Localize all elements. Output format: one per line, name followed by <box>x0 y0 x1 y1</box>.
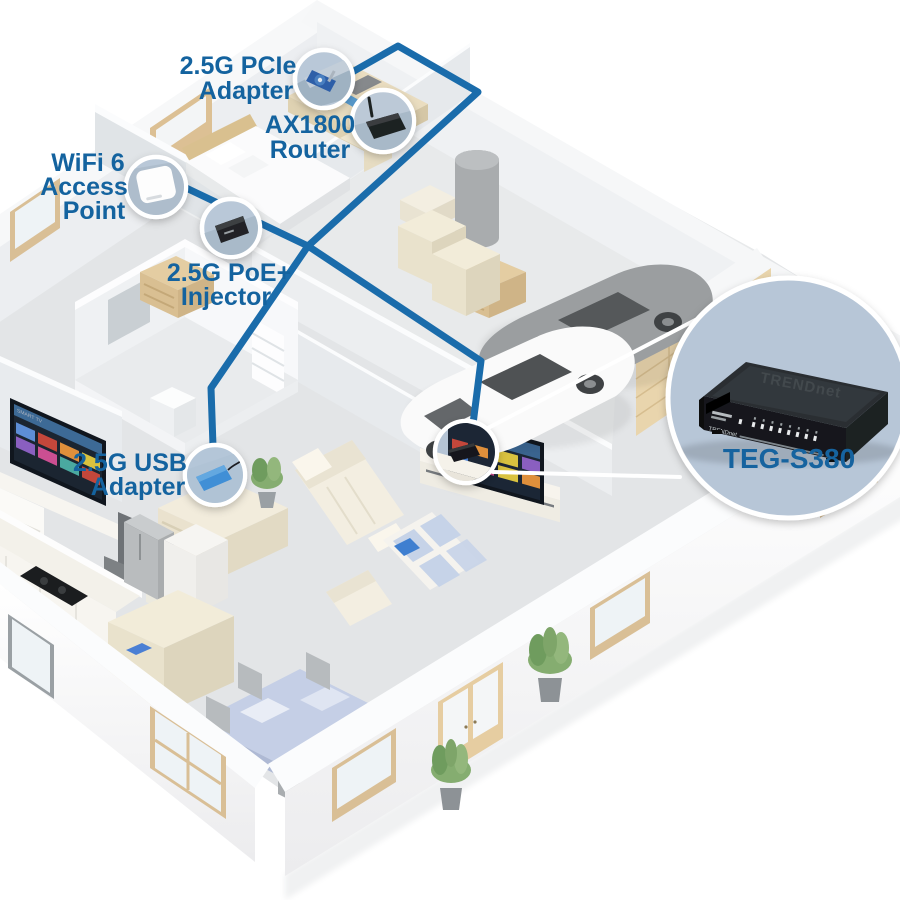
label-poe-injector: 2.5G PoE+ Injector <box>167 259 291 311</box>
label-text: Router <box>270 136 351 164</box>
label-pcie-adapter: 2.5G PCIe Adapter <box>180 52 297 105</box>
label-usb-adapter: 2.5G USB Adapter <box>73 449 187 501</box>
armchair <box>326 570 392 626</box>
callout-tv-switch <box>432 418 500 486</box>
switch-3d: TRENDnet TRENDnet <box>699 362 888 462</box>
label-access-point: WiFi 6 Access Point <box>40 149 128 225</box>
label-text: Adapter <box>199 77 294 105</box>
magnifier-lines <box>486 314 705 479</box>
label-text: 2.5G USB <box>73 449 187 477</box>
back-window <box>10 178 60 262</box>
injector-body <box>215 216 249 243</box>
tablet <box>394 538 420 556</box>
label-text: Injector <box>181 283 272 311</box>
front-window <box>332 728 396 822</box>
switch-port-leds <box>738 417 818 442</box>
router-antenna <box>367 96 374 118</box>
callout-access-point <box>123 154 189 220</box>
mini-switch <box>448 443 480 462</box>
side-window <box>150 706 226 819</box>
coffee-table <box>383 512 487 590</box>
callout-pcie-adapter <box>292 47 356 111</box>
potted-plant <box>431 739 471 810</box>
den-tv: SMART TV <box>10 398 106 506</box>
sofa <box>292 440 406 552</box>
potted-plant <box>528 627 572 702</box>
callout-usb-adapter <box>182 442 248 508</box>
label-text: AX1800 <box>265 111 355 139</box>
stove <box>20 566 88 606</box>
water-heater <box>455 150 499 248</box>
cable-junction-to-usb <box>207 242 312 450</box>
kitchen-counter <box>0 510 142 652</box>
switch-model-label: TEG-S380 <box>723 443 855 474</box>
bathroom-mirror <box>108 277 150 345</box>
bedroom-dresser <box>140 256 214 318</box>
bathroom-shelf <box>251 318 285 396</box>
label-text: WiFi 6 <box>51 149 124 177</box>
callout-router <box>349 87 417 155</box>
storage-boxes <box>398 210 500 316</box>
label-text: Access <box>40 173 128 201</box>
tablet <box>126 643 152 655</box>
cable-router-to-junction <box>304 42 482 250</box>
label-text: 2.5G PCIe <box>180 52 297 80</box>
network-cables <box>178 42 485 450</box>
desk-plant <box>251 457 283 508</box>
side-window <box>8 614 54 699</box>
label-router: AX1800 Router <box>265 111 355 164</box>
access-point-body <box>136 165 176 204</box>
label-text: Adapter <box>91 473 186 501</box>
house-ground-shadow <box>285 494 900 900</box>
front-left-wall <box>0 562 270 862</box>
cable-junction-to-tv <box>304 242 485 428</box>
label-text: 2.5G PoE+ <box>167 259 291 287</box>
front-window <box>590 571 650 660</box>
label-text: Point <box>63 197 126 225</box>
callout-teg-s380: TRENDnet TRENDnet TEG-S380 <box>665 275 900 521</box>
callout-poe-injector <box>199 196 263 260</box>
